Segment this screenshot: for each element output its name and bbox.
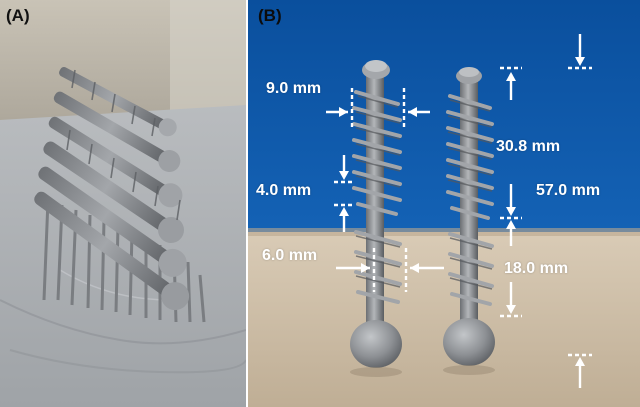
measure-label-30-8mm: 30.8 mm — [496, 138, 561, 155]
blue-backdrop — [248, 0, 640, 232]
screw-left — [350, 60, 402, 377]
panel-a-scene — [0, 0, 246, 407]
panel-b-scene — [248, 0, 640, 407]
screw-right — [443, 67, 495, 375]
measure-label-57mm: 57.0 mm — [536, 182, 601, 199]
measure-label-6mm: 6.0 mm — [262, 247, 318, 264]
measure-label-4mm: 4.0 mm — [256, 182, 312, 199]
screw-rows — [34, 66, 190, 311]
measure-label-9mm: 9.0 mm — [266, 80, 322, 97]
wood-surface — [248, 232, 640, 407]
annotation-arrowheads — [339, 57, 585, 366]
panel-a-label: (A) — [6, 6, 30, 25]
panel-b-label: (B) — [258, 6, 282, 25]
panel-a-photo: (A) — [0, 0, 246, 407]
measure-label-18mm: 18.0 mm — [504, 260, 569, 277]
panel-b-photo: (B) 9.0 mm 30.8 mm 4.0 mm 57.0 mm 6.0 mm… — [248, 0, 640, 407]
